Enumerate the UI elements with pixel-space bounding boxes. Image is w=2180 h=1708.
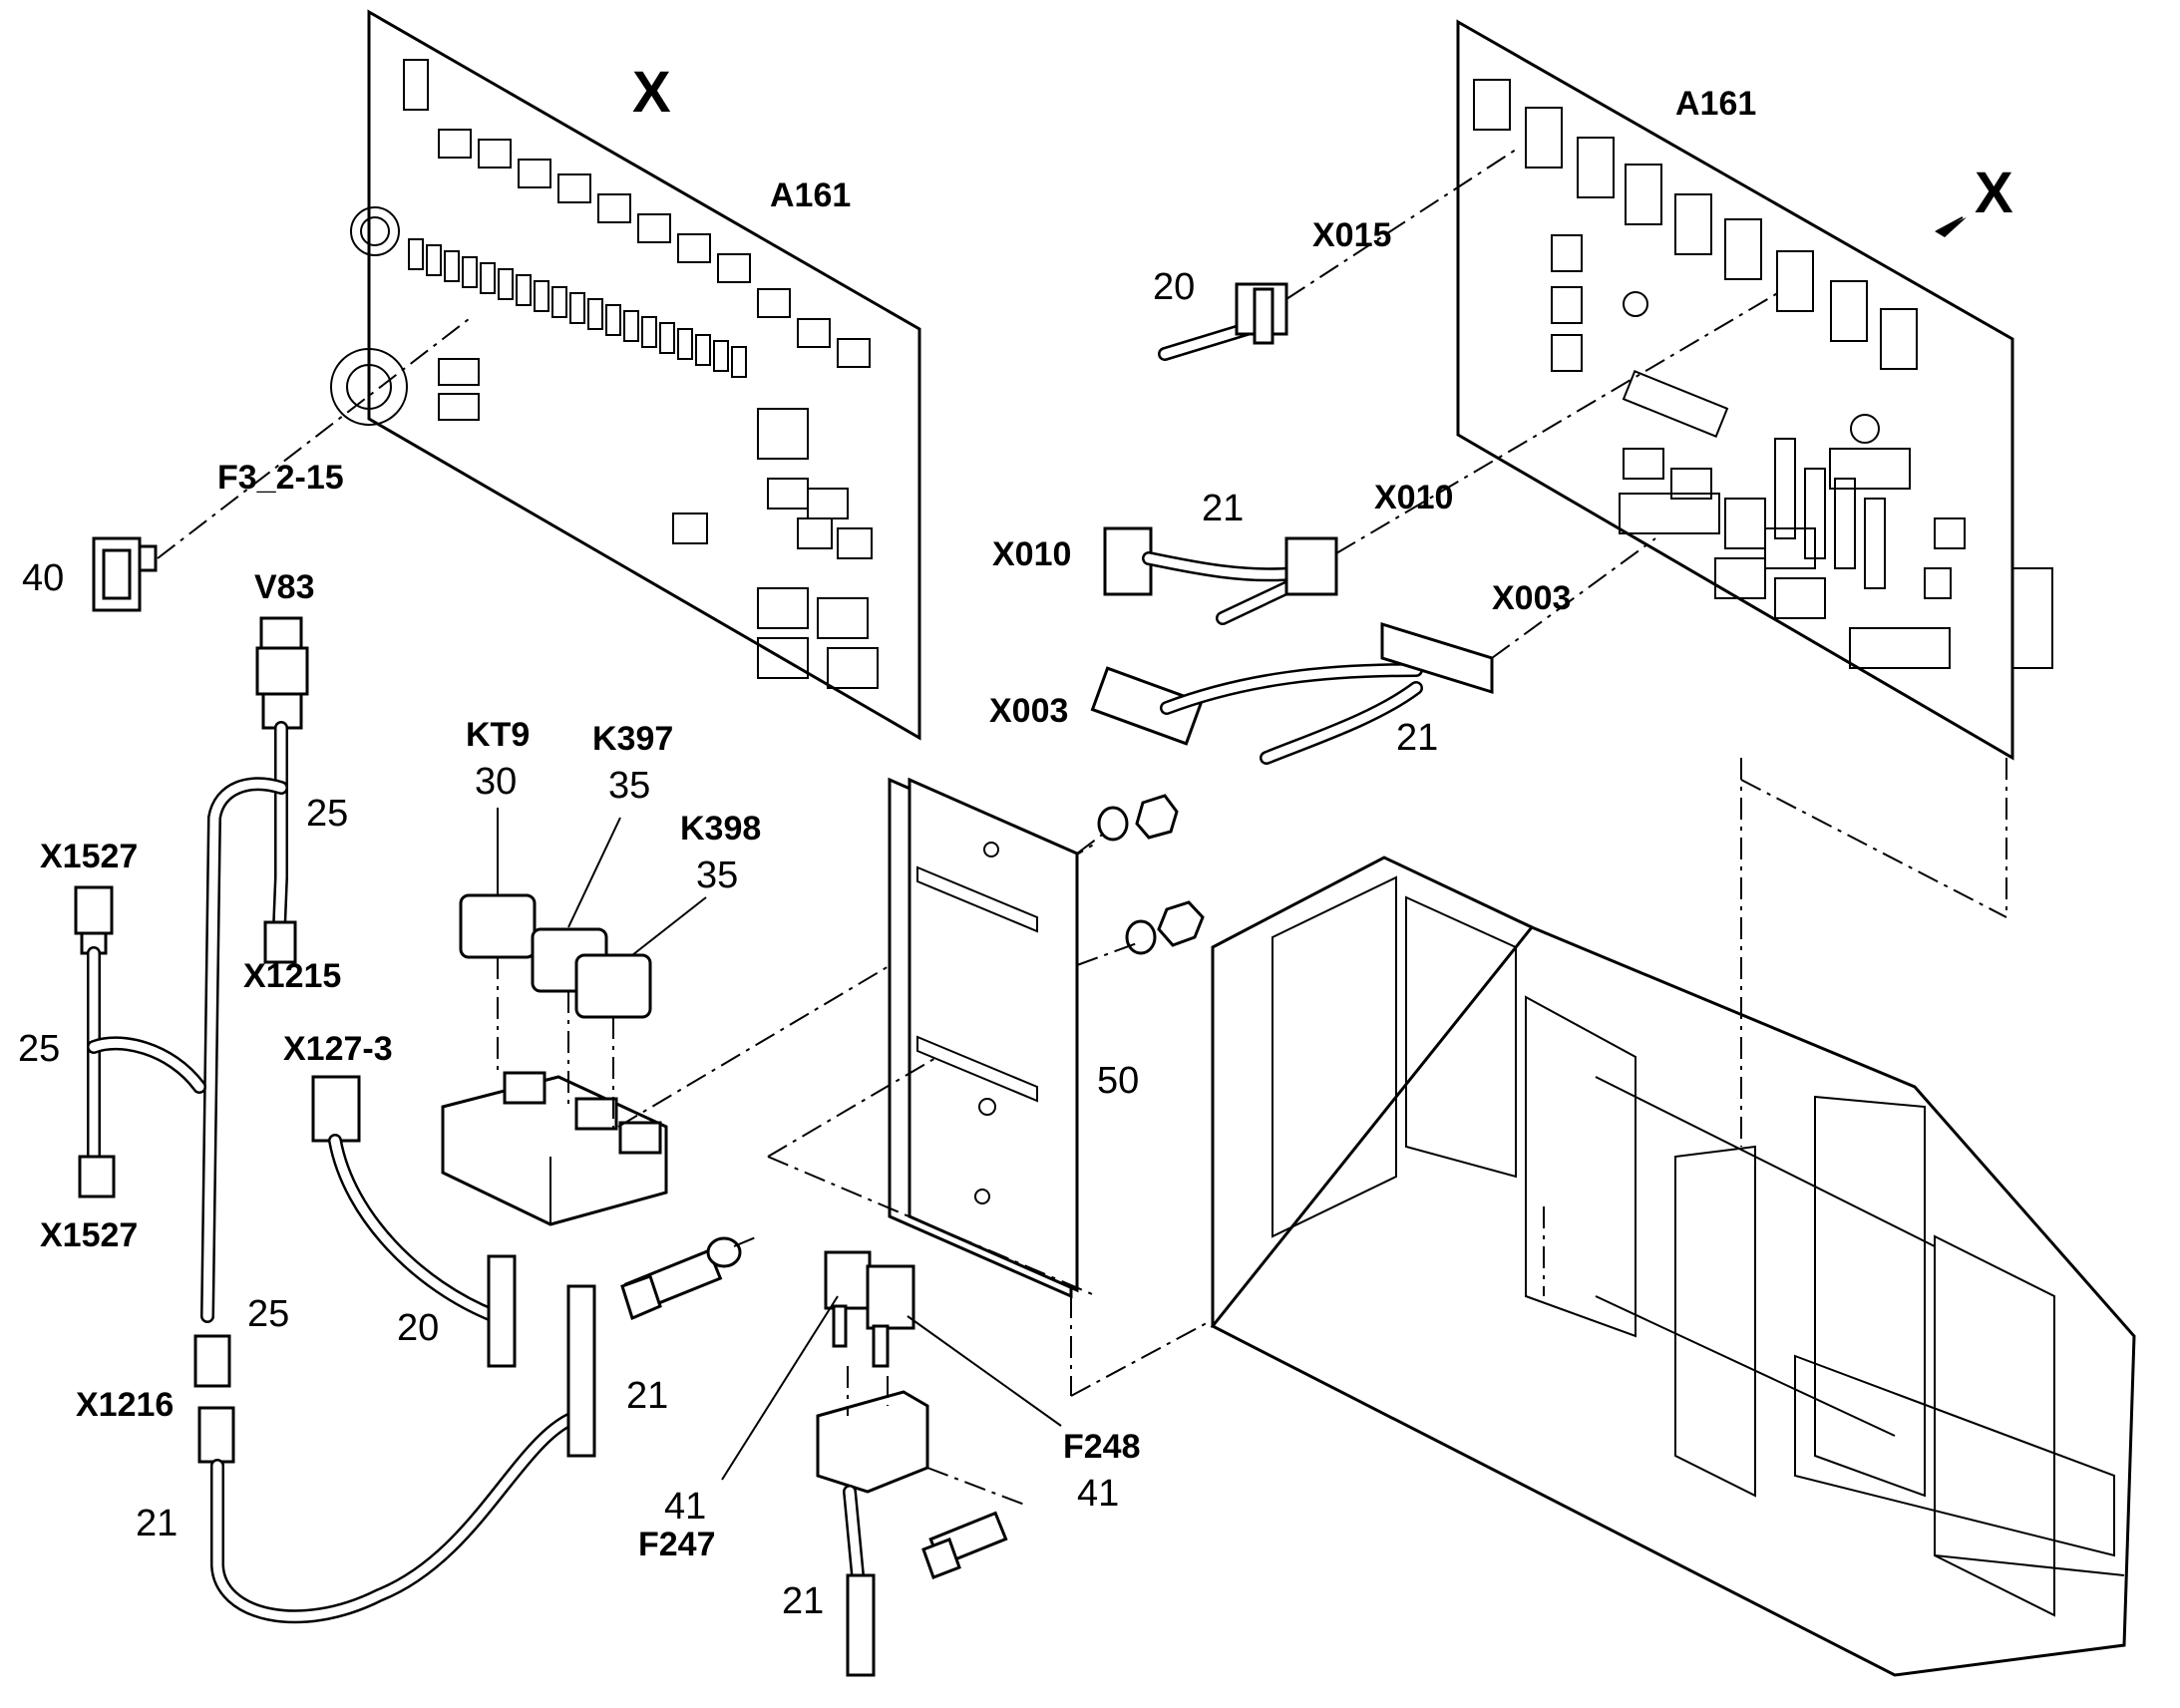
fuse-holder <box>816 1366 929 1677</box>
item-41-right-label: 41 <box>1077 1473 1119 1515</box>
k398-label: K398 <box>680 810 761 848</box>
x-view-label-right: X <box>1975 161 2013 225</box>
x-view-label-left: X <box>632 60 671 125</box>
item-21-left-label: 21 <box>136 1503 178 1544</box>
item-20-top-label: 20 <box>1153 266 1195 308</box>
k397-label: K397 <box>592 720 673 758</box>
item-25-v83-label: 25 <box>306 793 348 835</box>
item-21-mid-label: 21 <box>626 1375 668 1417</box>
connector-x015 <box>1158 282 1288 361</box>
kt9-label: KT9 <box>466 716 530 754</box>
connector-x003 <box>1090 621 1494 765</box>
bolt-relay-base <box>620 1235 759 1321</box>
v83-label: V83 <box>254 568 315 606</box>
f247-label: F247 <box>638 1526 716 1563</box>
fuse-f248 <box>866 1264 1062 1427</box>
item-20-mid-label: 20 <box>397 1307 439 1349</box>
x003-left-label: X003 <box>989 692 1068 730</box>
fuse-f247 <box>721 1250 872 1481</box>
mounting-plate <box>888 777 1079 1299</box>
item-30-label: 30 <box>475 761 517 803</box>
item-50-label: 50 <box>1097 1060 1139 1102</box>
harness-x1216 <box>193 1334 585 1624</box>
fuse-f3-2-15 <box>92 536 158 612</box>
item-21-x003-label: 21 <box>1396 717 1438 759</box>
item-21-bottom-label: 21 <box>782 1580 824 1622</box>
housing-dash-guides <box>1543 758 2007 1296</box>
connector-x010 <box>1103 526 1338 625</box>
a161-label-right: A161 <box>1675 85 1756 123</box>
item-21-x010-label: 21 <box>1202 488 1244 529</box>
item-41-left-label: 41 <box>664 1486 706 1528</box>
item-35-a-label: 35 <box>608 765 650 807</box>
bolt-fuse-holder <box>921 1467 1028 1579</box>
x1216-label: X1216 <box>76 1386 174 1424</box>
harness-x1527 <box>74 885 206 1198</box>
x003-right-label: X003 <box>1492 579 1571 617</box>
view-arrow-icon <box>1935 217 1967 237</box>
x015-label: X015 <box>1312 216 1391 254</box>
relay-kt9 <box>459 808 537 959</box>
item-25-left-label: 25 <box>18 1028 60 1070</box>
relay-base <box>441 1071 668 1226</box>
x127-3-label: X127-3 <box>283 1030 393 1068</box>
item-40-label: 40 <box>22 557 64 599</box>
nuts-washers <box>1076 794 1205 966</box>
x1527-top-label: X1527 <box>40 838 138 875</box>
circuit-board-a161-left <box>330 9 921 741</box>
harness-x127-3 <box>311 1075 596 1458</box>
item-35-b-label: 35 <box>696 854 738 896</box>
plastic-housing <box>1210 855 2136 1677</box>
relay-k398 <box>574 896 707 1019</box>
relay-dash-guides <box>497 842 1098 1137</box>
f248-label: F248 <box>1063 1428 1141 1466</box>
circuit-board-a161-right <box>1456 19 2053 761</box>
item-25-lower-label: 25 <box>247 1293 289 1335</box>
x010-right-label: X010 <box>1374 479 1453 516</box>
harness-v83-x1215 <box>200 616 309 1323</box>
x010-left-label: X010 <box>992 535 1071 573</box>
a161-label-left: A161 <box>770 176 851 214</box>
x1527-bottom-label: X1527 <box>40 1216 138 1254</box>
f3-2-15-label: F3_2-15 <box>217 459 344 497</box>
